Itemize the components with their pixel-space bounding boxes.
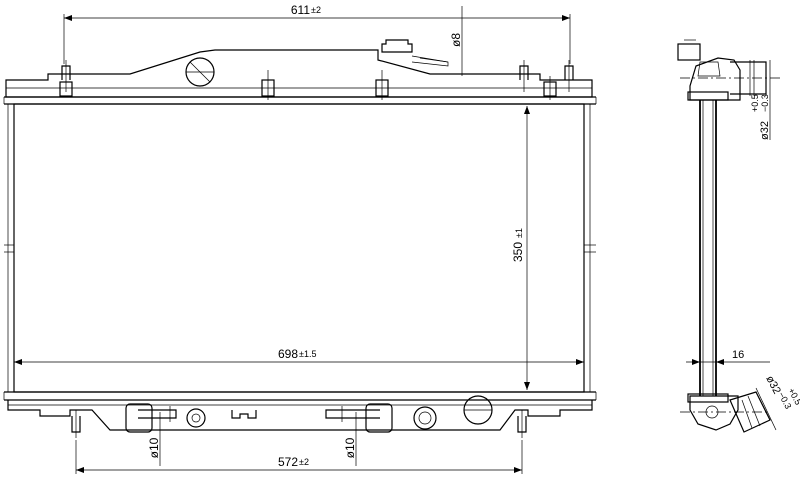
top-mounting-pins (59, 60, 574, 100)
side-view: 16 ø32 +0.5 −0.3 ø32 +0.5 −0.3 (677, 39, 800, 433)
dimension-top-width: 611 ±2 (63, 3, 571, 64)
dimension-bottom-width: 572 ±2 (75, 440, 523, 474)
left-fitting-label: ø10 (147, 437, 161, 458)
bottom-tank (3, 391, 597, 438)
upper-pipe-label: ø32 (759, 121, 771, 140)
upper-pipe-tol-minus: −0.3 (760, 94, 770, 112)
height-value: 350 (511, 242, 525, 262)
dimension-core-width: 698 ±1.5 (14, 347, 584, 365)
core-depth-label: 16 (732, 349, 744, 361)
front-view: 611 ±2 ø8 350 ±1 698 ±1.5 (3, 3, 597, 474)
dimension-lower-pipe: ø32 +0.5 −0.3 (755, 374, 800, 431)
cap-hole-label: ø8 (449, 33, 463, 47)
dimension-left-fitting: ø10 (147, 412, 161, 466)
height-tolerance: ±1 (514, 228, 524, 238)
dimension-core-depth: 16 (686, 349, 770, 365)
dimension-height: 350 ±1 (511, 106, 530, 390)
bottom-width-tolerance: ±2 (299, 457, 309, 467)
core-width-value: 698 (278, 347, 298, 361)
dimension-upper-pipe: ø32 +0.5 −0.3 (750, 60, 771, 140)
dimension-cap-hole: ø8 (449, 6, 463, 76)
top-width-tolerance: ±2 (311, 5, 321, 15)
bottom-width-value: 572 (278, 455, 298, 469)
right-fitting-label: ø10 (343, 437, 357, 458)
core-width-tolerance: ±1.5 (299, 349, 316, 359)
upper-pipe-tol-plus: +0.5 (750, 94, 760, 112)
top-width-value: 611 (291, 3, 310, 17)
dimension-right-fitting: ø10 (343, 412, 357, 466)
top-tank (3, 39, 597, 105)
